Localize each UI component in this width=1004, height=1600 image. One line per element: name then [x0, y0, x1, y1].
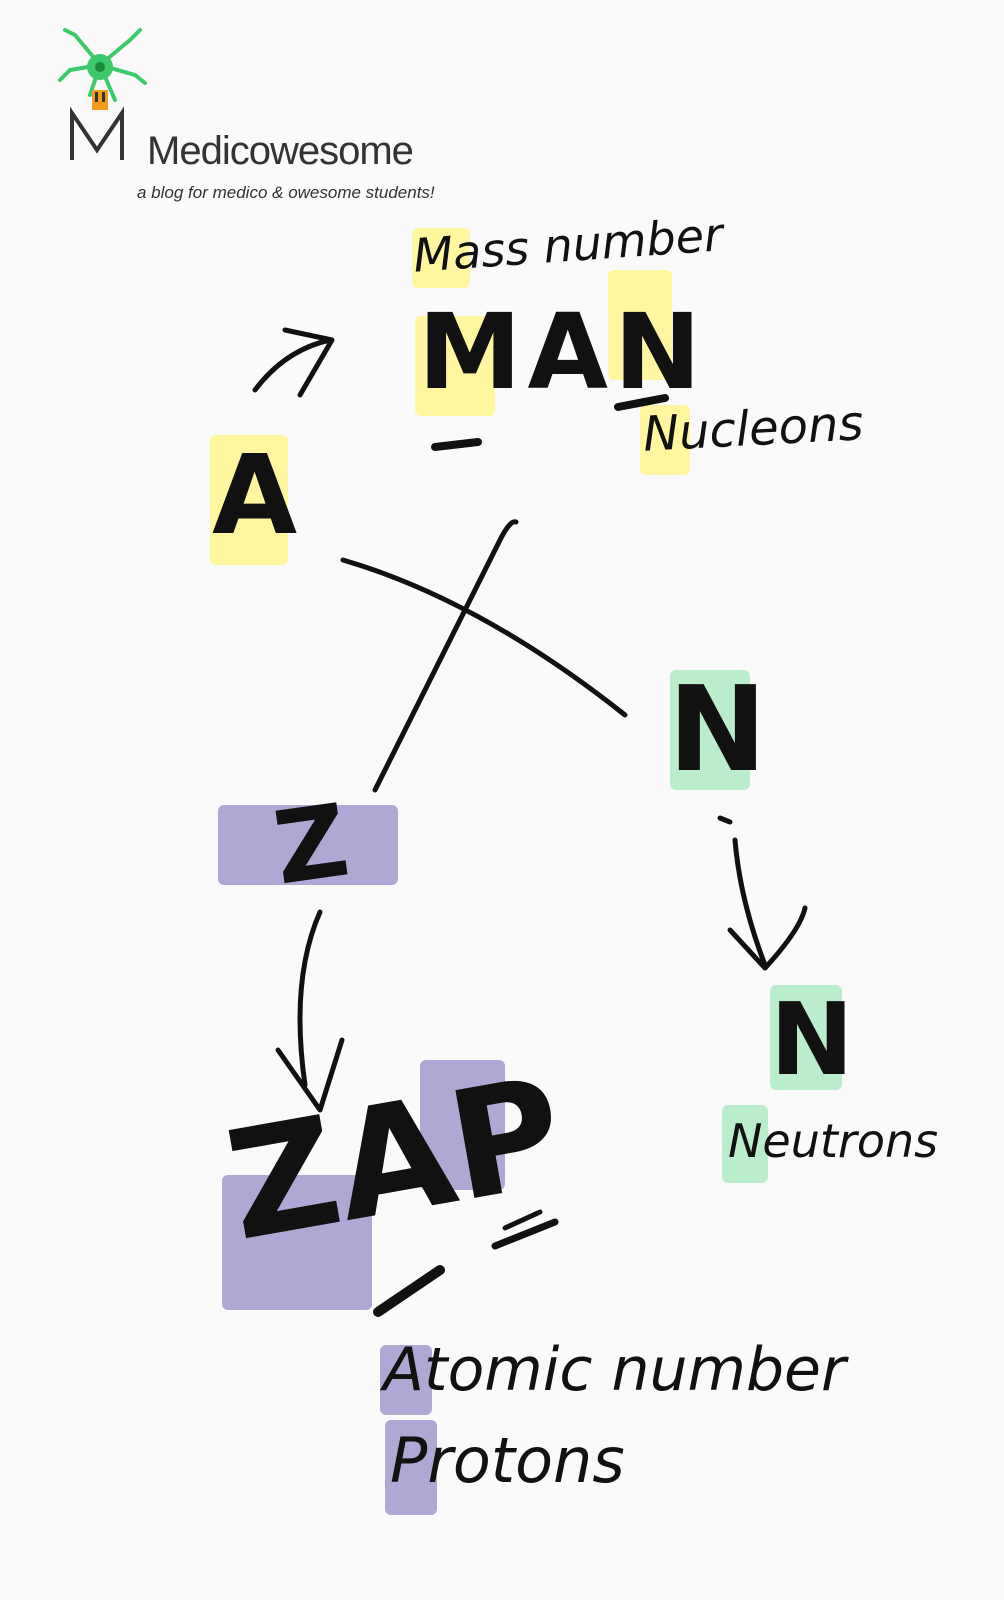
equals-mark-2a: [491, 1218, 559, 1250]
arrow-z-to-zap-head: [275, 1037, 345, 1113]
arrow-n-to-n: [732, 837, 768, 968]
highlight-a: [210, 435, 288, 565]
medicowesome-logo: Medicowesome a blog for medico & owesome…: [55, 25, 475, 202]
highlight-n-neutrons: [722, 1105, 768, 1183]
arrow-z-to-zap: [297, 909, 323, 1088]
atomic-number-label: Atomic number: [383, 1335, 846, 1405]
underline-n: [614, 394, 669, 411]
highlight-n-nucleons: [640, 405, 690, 475]
highlight-n-man: [608, 270, 672, 380]
logo-name: Medicowesome: [147, 129, 414, 173]
n-symbol-upper: N: [668, 660, 767, 798]
neuron-icon: [58, 28, 147, 110]
equals-mark-1: [373, 1265, 445, 1317]
highlight-z-zap: [222, 1175, 372, 1310]
highlight-n-lower: [770, 985, 842, 1090]
highlight-m-mass: [412, 228, 470, 288]
arrow-n-to-n-head: [727, 905, 808, 971]
a-symbol: A: [212, 431, 298, 559]
neutrons-label: Neutrons: [728, 1114, 939, 1168]
underline-m: [431, 438, 482, 451]
arrow-a-to-man-head: [282, 327, 335, 398]
highlight-n-upper: [670, 670, 750, 790]
n-symbol-lower: N: [770, 981, 854, 1098]
highlight-a-atomic: [380, 1345, 432, 1415]
highlight-z: [218, 805, 398, 885]
equals-mark-2b: [502, 1209, 543, 1231]
highlight-m-man: [415, 316, 495, 416]
man-mnemonic: MAN: [418, 291, 708, 413]
nucleons-label: Nucleons: [641, 395, 865, 463]
protons-label: Protons: [390, 1424, 625, 1497]
cross-line-a-to-n: [340, 557, 628, 718]
logo-m-pen-icon: [70, 106, 124, 160]
cross-line-z-to-man: [372, 519, 519, 793]
arrow-a-to-man: [252, 337, 333, 393]
logo-tagline: a blog for medico & owesome students!: [137, 183, 435, 202]
highlight-p-zap: [420, 1060, 505, 1190]
z-symbol: Z: [267, 781, 356, 908]
highlight-p-protons: [385, 1420, 437, 1515]
